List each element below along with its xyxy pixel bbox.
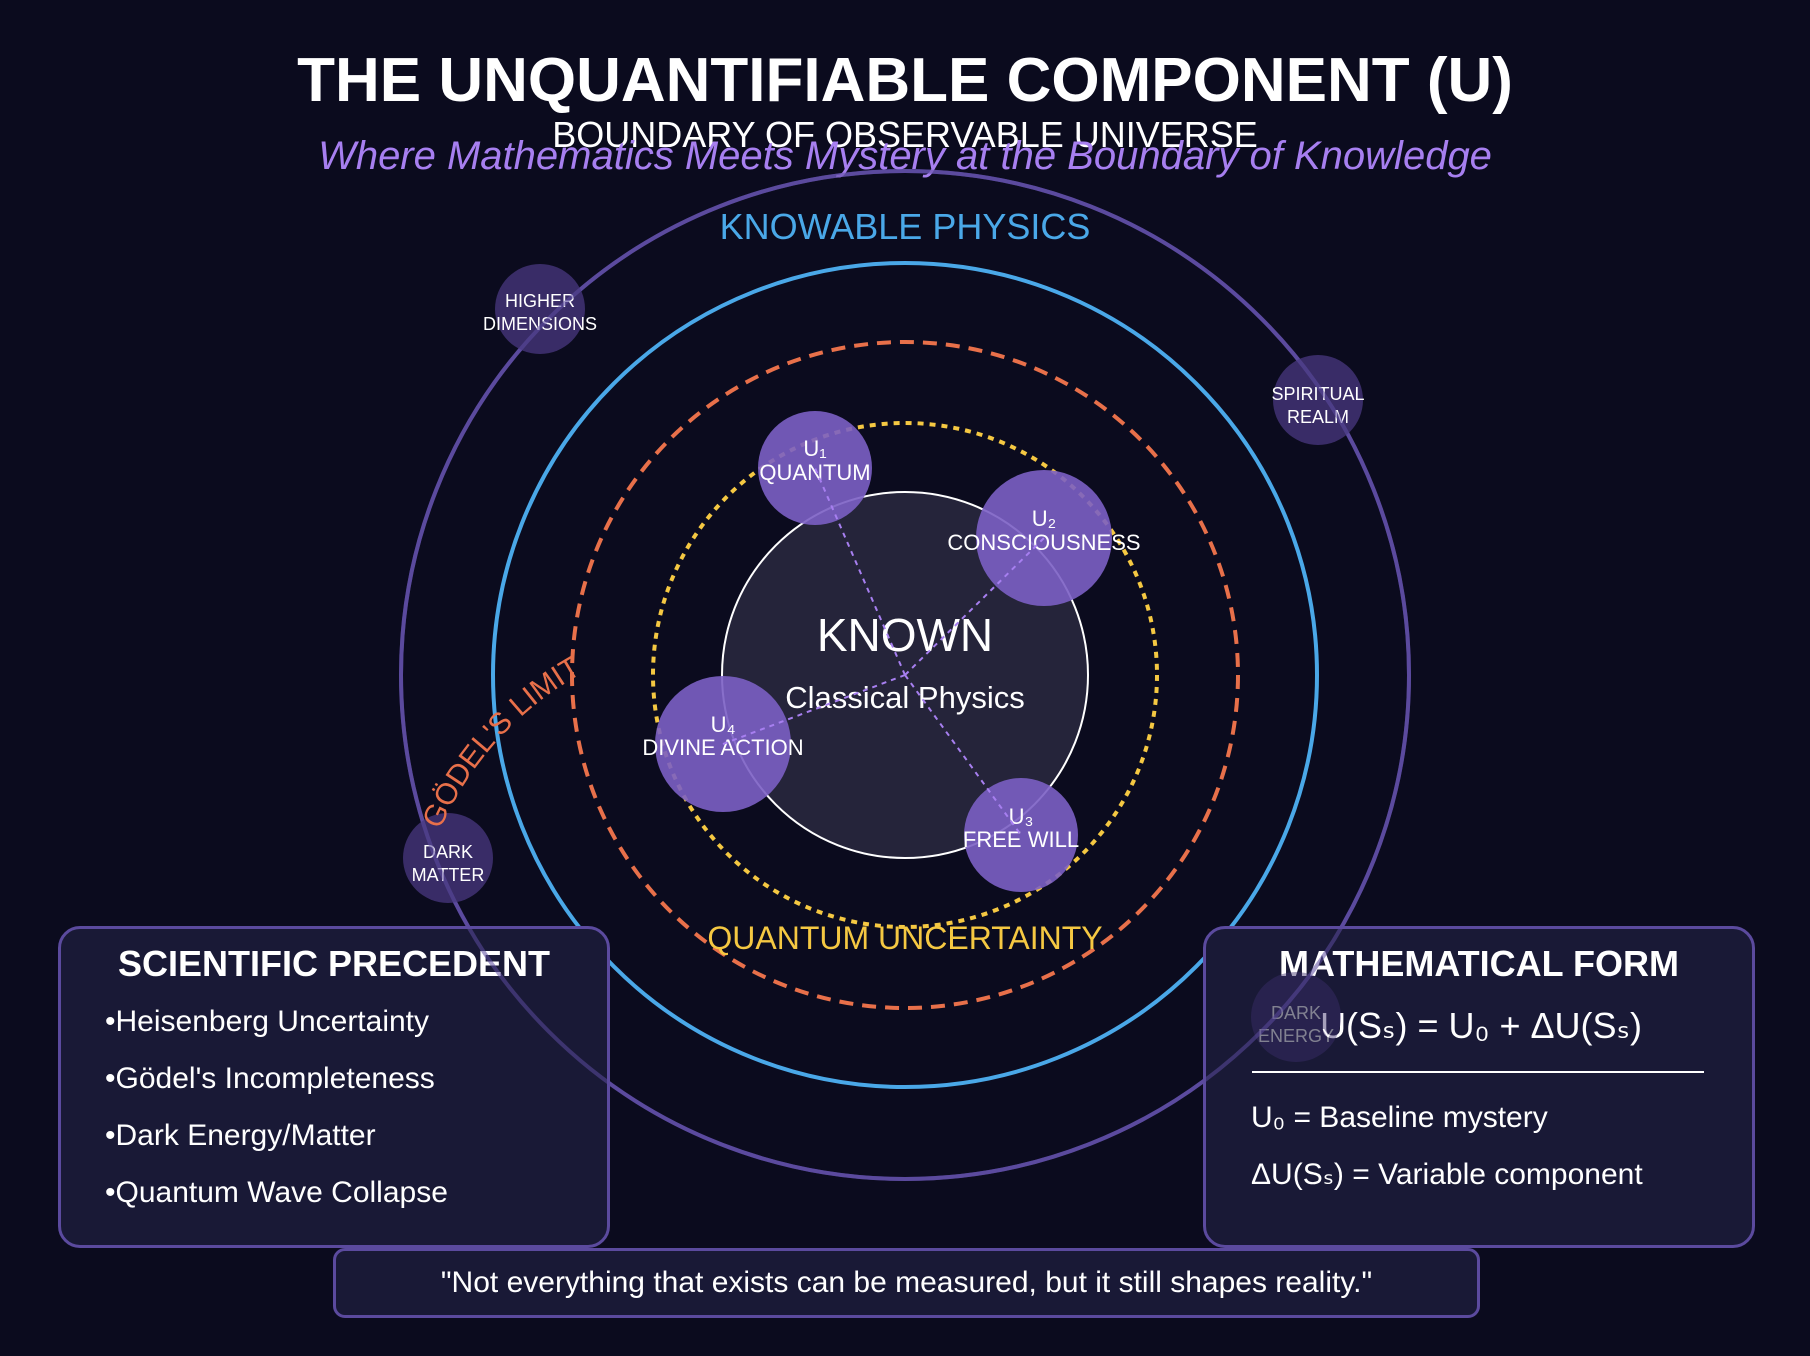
page-subtitle: Where Mathematics Meets Mystery at the B…	[318, 134, 1492, 178]
bubble-spiritual-realm: SPIRITUAL REALM	[1271, 355, 1365, 445]
known-title: KNOWN	[817, 609, 993, 661]
bubble-label: SPIRITUAL	[1271, 384, 1364, 404]
bubble-label: DARK	[423, 842, 473, 862]
quantum-uncertainty-label: QUANTUM UNCERTAINTY	[707, 920, 1102, 956]
precedent-item: Dark Energy/Matter	[105, 1121, 607, 1151]
godel-limit-label: GÖDEL'S LIMIT	[416, 650, 586, 832]
mathematical-form-panel: MATHEMATICAL FORM U(Sₛ) = U₀ + ΔU(Sₛ) U₀…	[1203, 926, 1755, 1248]
page-title: THE UNQUANTIFIABLE COMPONENT (U)	[297, 46, 1513, 115]
scientific-precedent-title: SCIENTIFIC PRECEDENT	[117, 943, 551, 984]
component-label: FREE WILL	[963, 827, 1079, 852]
component-label: DIVINE ACTION	[642, 735, 803, 760]
bubble-label: HIGHER	[505, 291, 575, 311]
bubble-label: REALM	[1287, 407, 1349, 427]
definition-baseline: U₀ = Baseline mystery	[1251, 1101, 1548, 1134]
divider	[1252, 1071, 1704, 1073]
precedent-item: Gödel's Incompleteness	[105, 1064, 607, 1094]
quote-box: "Not everything that exists can be measu…	[333, 1248, 1480, 1318]
bubble-higher-dimensions: HIGHER DIMENSIONS	[483, 264, 597, 354]
component-id: U₃	[1009, 804, 1034, 829]
component-label: QUANTUM	[759, 460, 870, 485]
scientific-precedent-panel: SCIENTIFIC PRECEDENT Heisenberg Uncertai…	[58, 926, 610, 1248]
knowable-physics-label: KNOWABLE PHYSICS	[720, 206, 1091, 247]
precedent-list: Heisenberg Uncertainty Gödel's Incomplet…	[61, 1007, 607, 1208]
precedent-item: Quantum Wave Collapse	[105, 1178, 607, 1208]
known-subtitle: Classical Physics	[785, 680, 1024, 715]
formula: U(Sₛ) = U₀ + ΔU(Sₛ)	[1320, 1005, 1642, 1046]
bubble-label: DIMENSIONS	[483, 314, 597, 334]
definition-variable: ΔU(Sₛ) = Variable component	[1251, 1158, 1643, 1191]
component-id: U₁	[803, 436, 826, 461]
component-id: U₂	[1032, 506, 1056, 531]
component-id: U₄	[711, 712, 736, 737]
boundary-label: BOUNDARY OF OBSERVABLE UNIVERSE	[552, 114, 1258, 155]
mathematical-form-title: MATHEMATICAL FORM	[1279, 943, 1679, 984]
component-label: CONSCIOUSNESS	[947, 530, 1140, 555]
bubble-label: MATTER	[412, 865, 485, 885]
godel-limit-label-text: GÖDEL'S LIMIT	[416, 650, 586, 832]
precedent-item: Heisenberg Uncertainty	[105, 1007, 607, 1037]
